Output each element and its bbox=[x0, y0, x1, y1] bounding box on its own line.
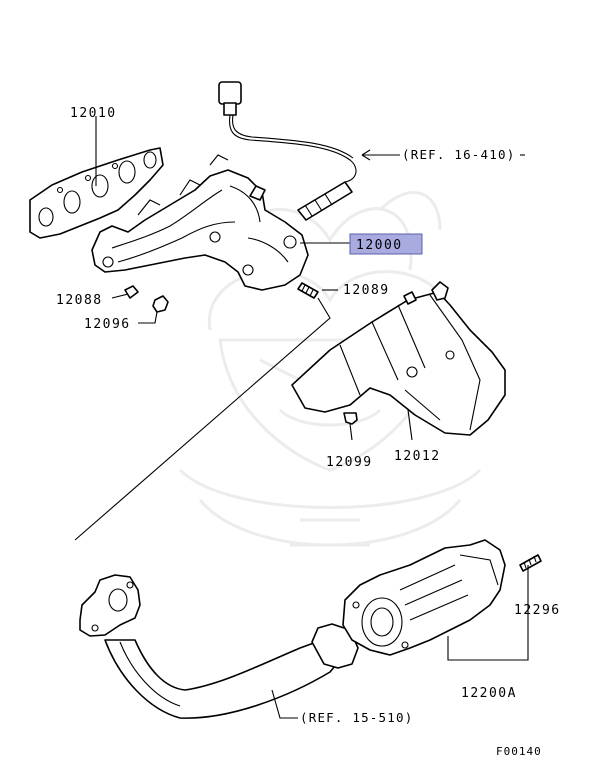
highlighted-part-box bbox=[349, 233, 423, 255]
exhaust-manifold-part[interactable] bbox=[91, 154, 309, 291]
label-12010[interactable]: 12010 bbox=[70, 106, 117, 121]
heat-protector-part[interactable] bbox=[291, 281, 506, 436]
oxygen-sensor-part[interactable] bbox=[218, 81, 357, 221]
label-12000[interactable]: 12000 bbox=[356, 238, 403, 253]
protector-bolt-12099[interactable] bbox=[343, 412, 358, 441]
front-exhaust-pipe-part[interactable] bbox=[79, 574, 359, 719]
figure-code: F00140 bbox=[496, 745, 542, 758]
label-12296[interactable]: 12296 bbox=[514, 603, 561, 618]
label-12088[interactable]: 12088 bbox=[56, 293, 103, 308]
manifold-stud-12089[interactable] bbox=[297, 282, 319, 299]
label-12099[interactable]: 12099 bbox=[326, 455, 373, 470]
manifold-gasket-part[interactable] bbox=[29, 147, 164, 239]
manifold-nut-12088[interactable] bbox=[124, 285, 139, 299]
converter-stud-12296[interactable] bbox=[519, 554, 542, 572]
ref-16-410-link[interactable]: (REF. 16-410) bbox=[402, 147, 515, 162]
manifold-nut-12096[interactable] bbox=[152, 295, 169, 313]
ref-15-510-link[interactable]: (REF. 15-510) bbox=[300, 710, 413, 725]
label-12200a[interactable]: 12200A bbox=[461, 686, 517, 701]
label-12012[interactable]: 12012 bbox=[394, 449, 441, 464]
label-12089[interactable]: 12089 bbox=[343, 283, 390, 298]
catalytic-converter-part[interactable] bbox=[342, 539, 506, 656]
label-12096[interactable]: 12096 bbox=[84, 317, 131, 332]
